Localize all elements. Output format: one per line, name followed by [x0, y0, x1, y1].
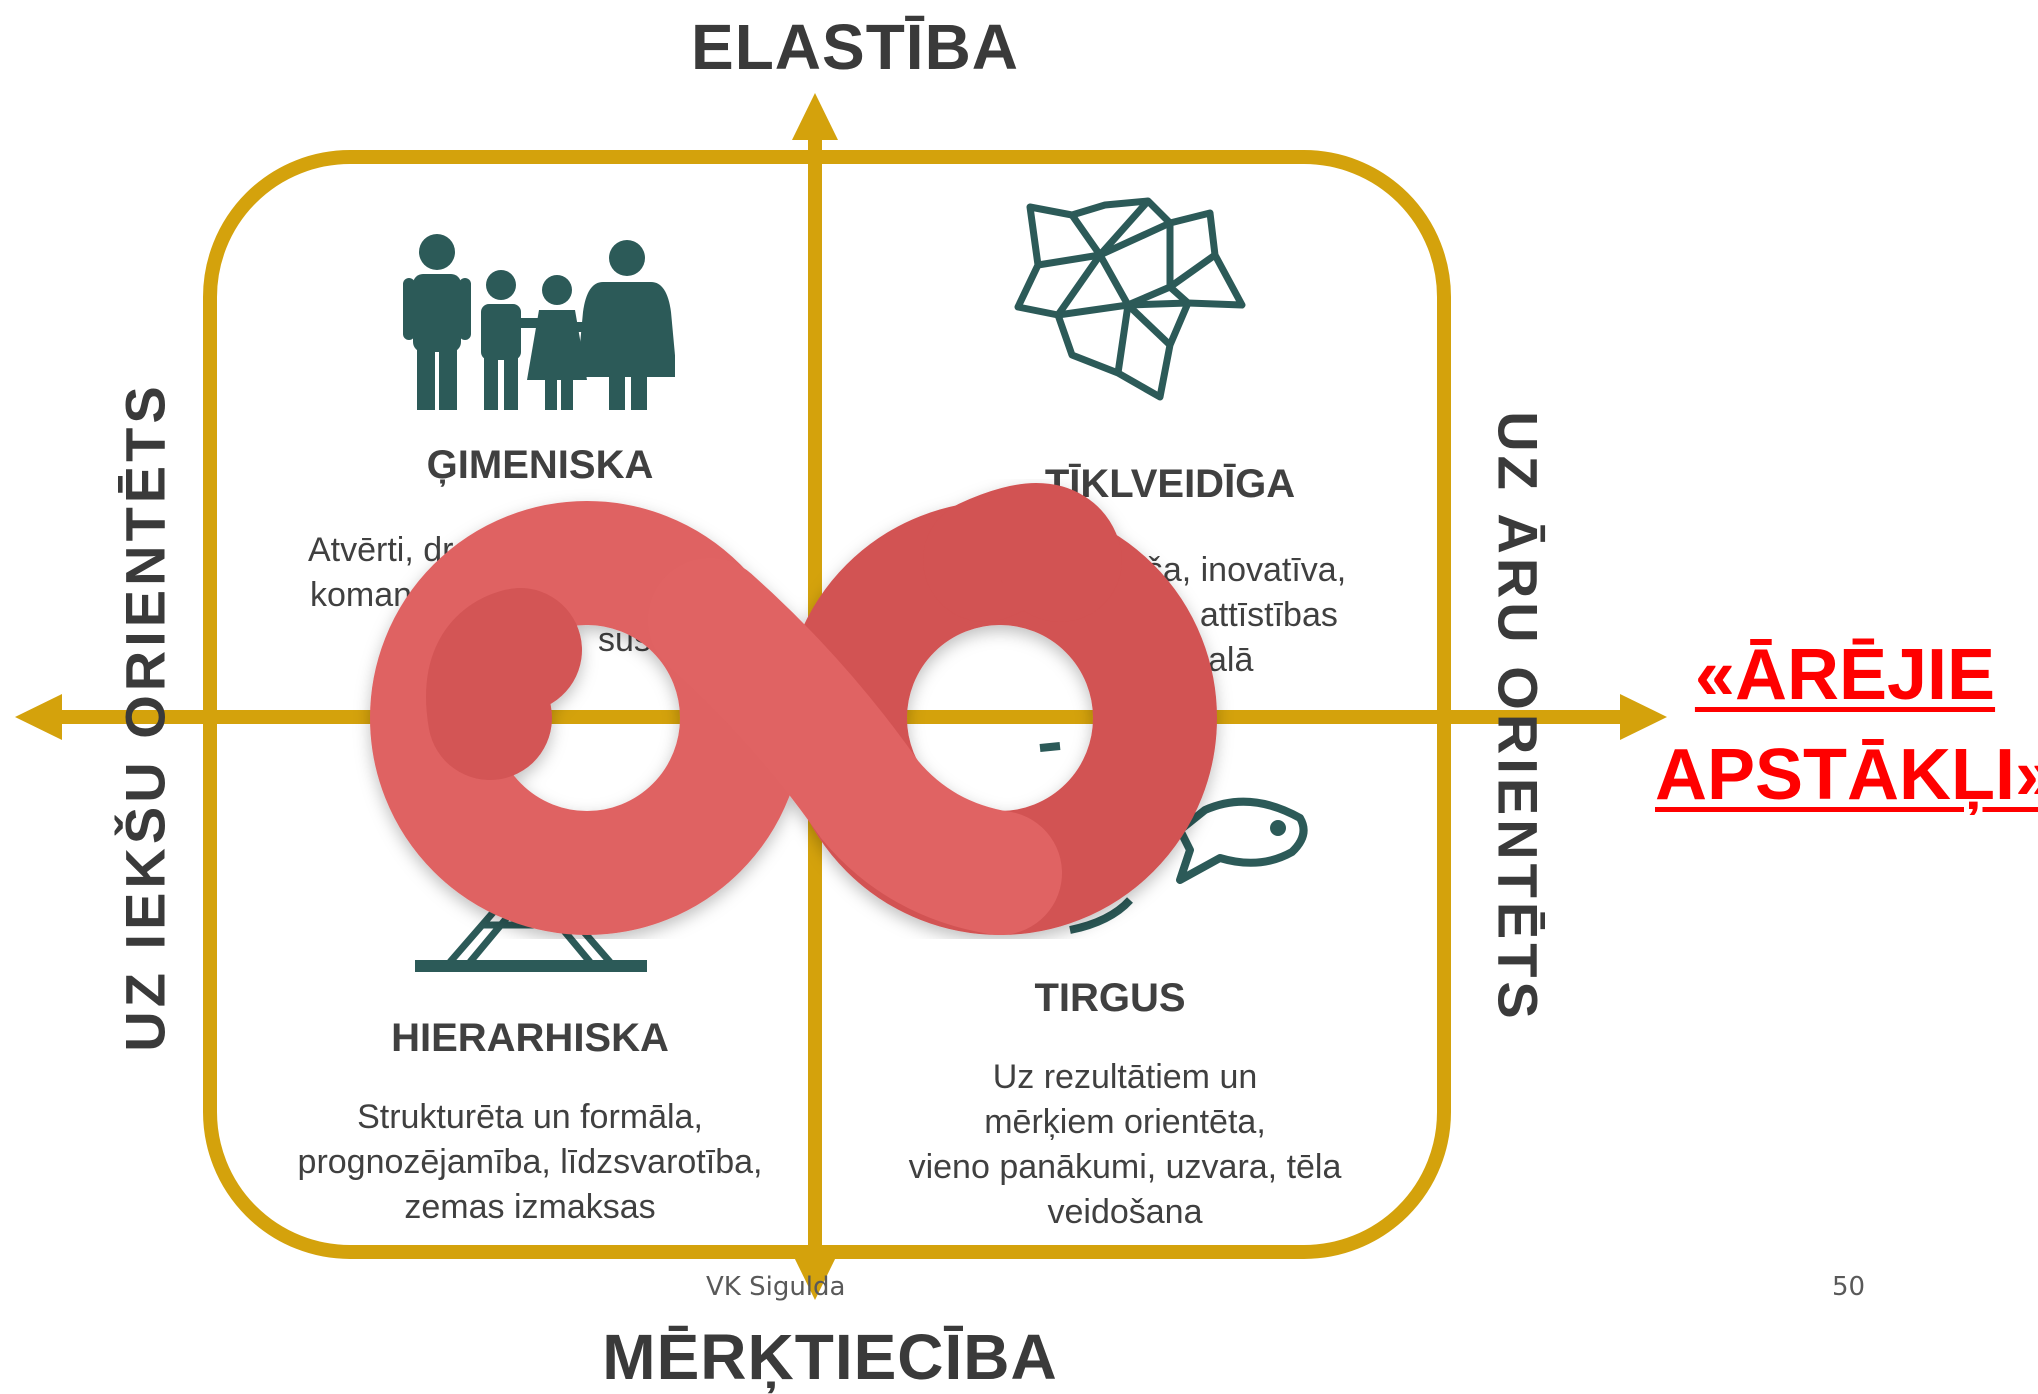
footer-source: VK Sigulda: [706, 1272, 846, 1302]
axis-top-label: ELASTĪBA: [691, 11, 1019, 83]
arrow-left-icon: [15, 694, 62, 740]
desc-line: zemas izmaksas: [404, 1188, 656, 1226]
page-number: 50: [1832, 1272, 1866, 1302]
quadrant-title-market: TIRGUS: [1034, 976, 1186, 1020]
arrow-down-icon: [792, 1253, 838, 1300]
network-icon: [1014, 197, 1246, 401]
rounded-frame: [203, 150, 1451, 1259]
desc-line: Strukturēta un formāla,: [357, 1098, 703, 1136]
quadrant-title-family: ĢIMENISKA: [426, 443, 654, 487]
desc-line: prognozējamība, līdzsvarotība,: [297, 1143, 763, 1181]
desc-line: alā: [1208, 641, 1254, 679]
external-conditions-label: «ĀRĒJIE APSTĀKĻI»: [1655, 625, 2038, 825]
external-line-2: APSTĀKĻI»: [1655, 735, 2038, 815]
desc-line: veidošana: [1047, 1193, 1203, 1231]
desc-line: vieno panākumi, uzvara, tēla: [908, 1148, 1342, 1186]
desc-line: Uz rezultātiem un: [992, 1058, 1258, 1096]
family-icon: [403, 234, 675, 410]
arrow-right-icon: [1620, 694, 1667, 740]
external-line-1: «ĀRĒJIE: [1694, 635, 1996, 715]
fish-icon: [1039, 742, 1308, 934]
desc-line: mērķiem orientēta,: [984, 1103, 1266, 1141]
quadrant-desc-market: Uz rezultātiem un mērķiem orientēta, vie…: [850, 1055, 1400, 1235]
quadrant-desc-hierarchy: Strukturēta un formāla, prognozējamība, …: [250, 1095, 810, 1230]
arrow-up-icon: [792, 93, 838, 140]
quadrant-title-hierarchy: HIERARHISKA: [391, 1016, 669, 1060]
